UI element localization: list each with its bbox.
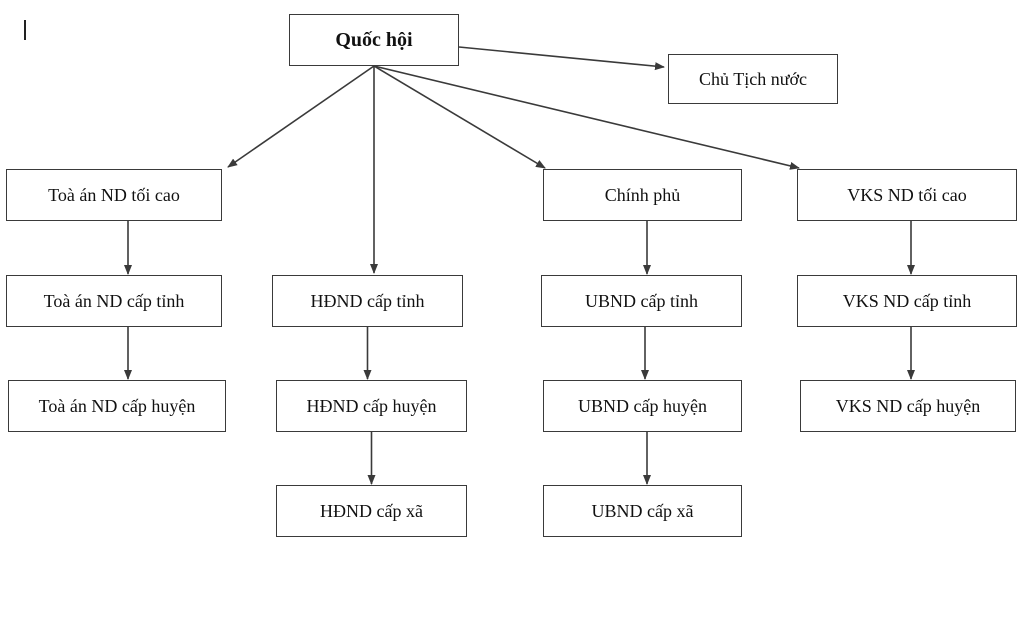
node-chu-tich-nuoc: Chủ Tịch nước (668, 54, 838, 104)
node-label: Quốc hội (335, 28, 413, 51)
node-ubnd-cap-huyen: UBND cấp huyện (543, 380, 742, 432)
node-label: VKS ND cấp tỉnh (842, 290, 972, 311)
node-label: HĐND cấp xã (320, 500, 423, 521)
node-vks-toi-cao: VKS ND tối cao (797, 169, 1017, 221)
node-chinh-phu: Chính phủ (543, 169, 742, 221)
node-hdnd-cap-xa: HĐND cấp xã (276, 485, 467, 537)
node-hdnd-cap-tinh: HĐND cấp tỉnh (272, 275, 463, 327)
node-toa-an-toi-cao: Toà án ND tối cao (6, 169, 222, 221)
node-ubnd-cap-tinh: UBND cấp tỉnh (541, 275, 742, 327)
node-vks-cap-tinh: VKS ND cấp tỉnh (797, 275, 1017, 327)
node-label: UBND cấp tỉnh (585, 290, 698, 311)
node-vks-cap-huyen: VKS ND cấp huyện (800, 380, 1016, 432)
node-label: Toà án ND cấp tỉnh (43, 290, 185, 311)
node-label: VKS ND tối cao (847, 184, 967, 205)
node-label: UBND cấp xã (591, 500, 694, 521)
arrow-quoc-hoi-to-chu-tich-nuoc (458, 46, 665, 71)
node-label: HĐND cấp huyện (306, 395, 437, 416)
node-toa-an-cap-huyen: Toà án ND cấp huyện (8, 380, 226, 432)
node-label: Chủ Tịch nước (699, 68, 807, 89)
node-label: VKS ND cấp huyện (835, 395, 981, 416)
node-label: Toà án ND tối cao (48, 184, 180, 205)
node-label: Chính phủ (604, 184, 681, 205)
node-label: UBND cấp huyện (578, 395, 707, 416)
arrow-quoc-hoi-to-chinh-phu (373, 65, 546, 169)
node-ubnd-cap-xa: UBND cấp xã (543, 485, 742, 537)
node-hdnd-cap-huyen: HĐND cấp huyện (276, 380, 467, 432)
node-label: HĐND cấp tỉnh (310, 290, 425, 311)
text-cursor (24, 20, 26, 40)
arrow-quoc-hoi-to-toa-an-toi-cao (227, 65, 375, 168)
node-quoc-hoi: Quốc hội (289, 14, 459, 66)
node-toa-an-cap-tinh: Toà án ND cấp tỉnh (6, 275, 222, 327)
node-label: Toà án ND cấp huyện (38, 395, 196, 416)
arrow-quoc-hoi-to-vks-toi-cao (373, 65, 800, 170)
